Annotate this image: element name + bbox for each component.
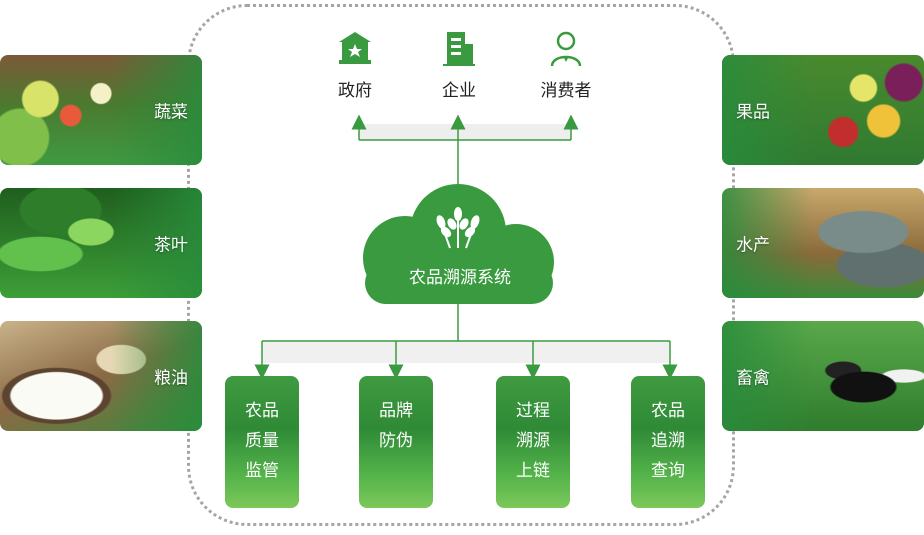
module-line: 品牌 bbox=[379, 401, 413, 421]
category-label: 蔬菜 bbox=[154, 102, 188, 123]
category-label: 粮油 bbox=[154, 368, 188, 389]
module-process-trace-chain: 过程 溯源 上链 bbox=[496, 376, 570, 508]
rice-grain-photo bbox=[0, 321, 202, 431]
category-card-aquatic[interactable]: 水产 bbox=[722, 188, 924, 298]
vegetables-photo bbox=[0, 55, 202, 165]
module-line: 追溯 bbox=[651, 431, 685, 451]
category-label: 果品 bbox=[736, 102, 770, 123]
category-card-tea[interactable]: 茶叶 bbox=[0, 188, 202, 298]
module-quality-supervision: 农品 质量 监管 bbox=[225, 376, 299, 508]
tea-leaves-photo bbox=[0, 188, 202, 298]
module-line: 查询 bbox=[651, 461, 685, 481]
top-bar-shadow bbox=[359, 124, 571, 140]
module-line: 过程 bbox=[516, 401, 550, 421]
module-line: 上链 bbox=[516, 461, 550, 481]
category-card-vegetables[interactable]: 蔬菜 bbox=[0, 55, 202, 165]
wheat-icon bbox=[436, 207, 480, 249]
module-trace-query: 农品 追溯 查询 bbox=[631, 376, 705, 508]
category-label: 茶叶 bbox=[154, 235, 188, 256]
category-card-livestock[interactable]: 畜禽 bbox=[722, 321, 924, 431]
module-line: 质量 bbox=[245, 431, 279, 451]
module-line: 溯源 bbox=[516, 431, 550, 451]
bottom-bar-shadow bbox=[262, 341, 670, 363]
category-label: 畜禽 bbox=[736, 368, 770, 389]
consumer-person-icon bbox=[550, 31, 582, 67]
government-building-icon bbox=[339, 32, 371, 64]
module-line: 农品 bbox=[245, 401, 279, 421]
module-line: 监管 bbox=[245, 461, 279, 481]
category-label: 水产 bbox=[736, 235, 770, 256]
category-card-grain-oil[interactable]: 粮油 bbox=[0, 321, 202, 431]
fruits-photo bbox=[722, 55, 924, 165]
stakeholder-enterprise: 企业 bbox=[419, 28, 499, 101]
module-brand-anticounterfeit: 品牌 防伪 bbox=[359, 376, 433, 508]
fish-photo bbox=[722, 188, 924, 298]
stakeholder-label: 政府 bbox=[338, 81, 372, 101]
category-card-fruits[interactable]: 果品 bbox=[722, 55, 924, 165]
stakeholder-government: 政府 bbox=[315, 28, 395, 101]
center-system-label: 农品溯源系统 bbox=[409, 268, 511, 288]
module-line: 防伪 bbox=[379, 431, 413, 451]
cattle-photo bbox=[722, 321, 924, 431]
stakeholder-consumer: 消费者 bbox=[526, 28, 606, 101]
module-line: 农品 bbox=[651, 401, 685, 421]
enterprise-building-icon bbox=[443, 32, 475, 66]
stakeholder-label: 企业 bbox=[442, 81, 476, 101]
stakeholder-label: 消费者 bbox=[540, 81, 592, 101]
